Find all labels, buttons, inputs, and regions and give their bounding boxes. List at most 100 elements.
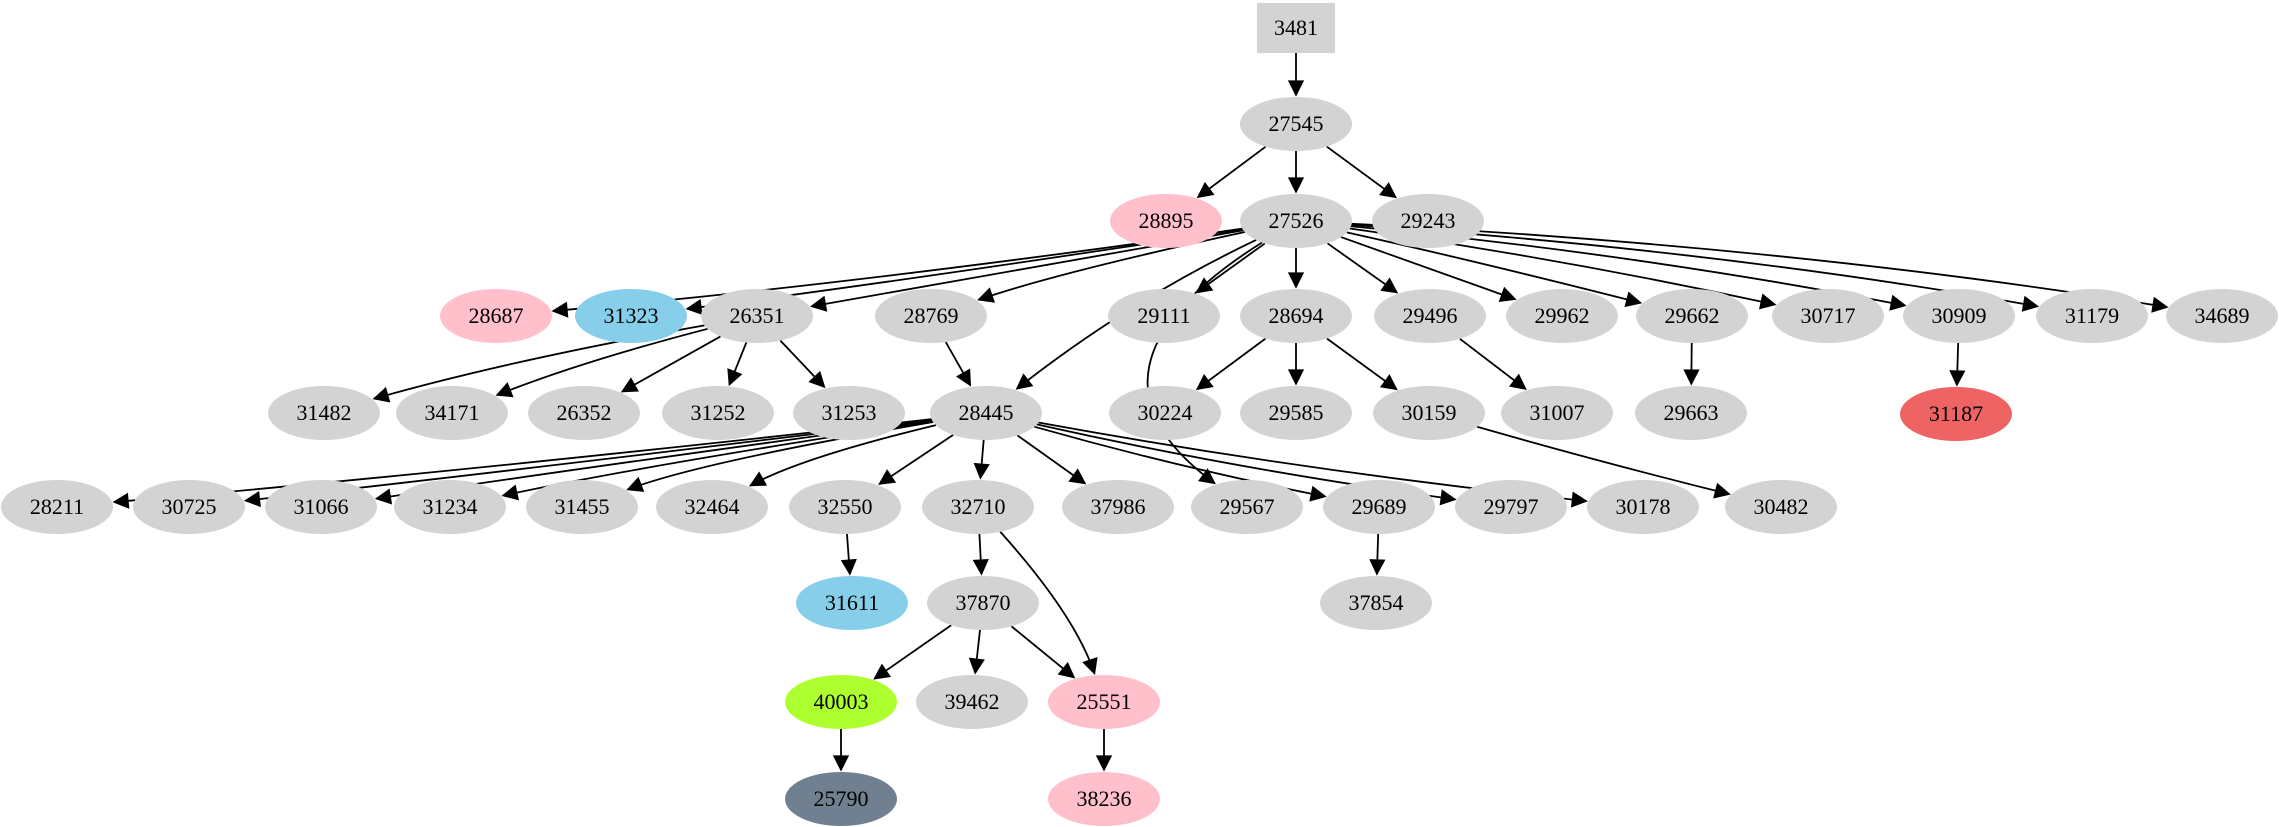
edge-27526-29962 xyxy=(1340,236,1517,302)
node-label: 27545 xyxy=(1268,111,1324,136)
edge-27526-29567 xyxy=(1146,241,1263,485)
node-30725: 30725 xyxy=(133,480,245,534)
node-28687: 28687 xyxy=(440,289,552,343)
node-label: 30159 xyxy=(1401,400,1457,425)
node-label: 28687 xyxy=(468,303,524,328)
node-label: 29689 xyxy=(1351,494,1407,519)
node-28694: 28694 xyxy=(1240,289,1352,343)
node-3481: 3481 xyxy=(1257,3,1335,53)
node-label: 25551 xyxy=(1076,689,1132,714)
node-30717: 30717 xyxy=(1772,289,1884,343)
node-label: 29797 xyxy=(1483,494,1539,519)
node-label: 30725 xyxy=(161,494,217,519)
edge-29689-37854 xyxy=(1369,533,1386,576)
node-37870: 37870 xyxy=(927,576,1039,630)
node-label: 31179 xyxy=(2064,303,2120,328)
node-label: 31234 xyxy=(422,494,478,519)
node-label: 3481 xyxy=(1274,15,1318,40)
node-label: 30224 xyxy=(1137,400,1193,425)
node-label: 32464 xyxy=(684,494,740,519)
edge-27526-29496 xyxy=(1326,242,1399,294)
edge-30909-31187 xyxy=(1949,342,1966,387)
node-31253: 31253 xyxy=(793,386,905,440)
node-37854: 37854 xyxy=(1320,576,1432,630)
node-label: 29567 xyxy=(1219,494,1275,519)
node-34171: 34171 xyxy=(396,386,508,440)
node-label: 30909 xyxy=(1931,303,1987,328)
node-29567: 29567 xyxy=(1191,480,1303,534)
node-label: 31007 xyxy=(1529,400,1585,425)
node-30159: 30159 xyxy=(1373,386,1485,440)
node-29689: 29689 xyxy=(1323,480,1435,534)
node-label: 37870 xyxy=(955,590,1011,615)
node-label: 32550 xyxy=(817,494,873,519)
node-31455: 31455 xyxy=(526,480,638,534)
node-label: 30178 xyxy=(1615,494,1671,519)
edge-27526-29662 xyxy=(1346,231,1643,308)
node-label: 30717 xyxy=(1800,303,1856,328)
edge-32550-31611 xyxy=(840,533,857,576)
node-label: 31323 xyxy=(603,303,659,328)
node-label: 27526 xyxy=(1268,208,1324,233)
node-31482: 31482 xyxy=(268,386,380,440)
node-29663: 29663 xyxy=(1635,386,1747,440)
node-31066: 31066 xyxy=(265,480,377,534)
node-31007: 31007 xyxy=(1501,386,1613,440)
node-label: 31455 xyxy=(554,494,610,519)
node-29962: 29962 xyxy=(1506,289,1618,343)
edge-26351-31253 xyxy=(779,339,826,389)
node-label: 31066 xyxy=(293,494,349,519)
node-25551: 25551 xyxy=(1048,675,1160,729)
node-label: 29243 xyxy=(1400,208,1456,233)
edge-29496-31007 xyxy=(1459,338,1527,390)
node-label: 29663 xyxy=(1663,400,1719,425)
node-38236: 38236 xyxy=(1048,772,1160,826)
node-label: 29585 xyxy=(1268,400,1324,425)
edge-27545-28895 xyxy=(1196,145,1267,199)
edge-32710-37870 xyxy=(972,533,989,576)
node-28895: 28895 xyxy=(1110,194,1222,248)
node-28769: 28769 xyxy=(875,289,987,343)
edge-37870-25551 xyxy=(1010,625,1076,679)
node-26352: 26352 xyxy=(528,386,640,440)
node-label: 34689 xyxy=(2194,303,2250,328)
edge-30159-30482 xyxy=(1476,425,1731,499)
edge-27526-29111 xyxy=(1195,242,1266,294)
edge-26351-31252 xyxy=(727,342,748,387)
node-label: 29111 xyxy=(1137,303,1191,328)
node-30178: 30178 xyxy=(1587,480,1699,534)
node-label: 28769 xyxy=(903,303,959,328)
edge-28445-32464 xyxy=(748,424,937,487)
node-31179: 31179 xyxy=(2036,289,2148,343)
edge-32710-25551 xyxy=(999,531,1098,675)
node-label: 37854 xyxy=(1348,590,1404,615)
node-label: 31253 xyxy=(821,400,877,425)
edge-28769-28445 xyxy=(944,341,972,387)
node-29496: 29496 xyxy=(1374,289,1486,343)
edge-37870-40003 xyxy=(873,624,952,680)
node-27545: 27545 xyxy=(1240,97,1352,151)
node-31234: 31234 xyxy=(394,480,506,534)
node-32710: 32710 xyxy=(922,480,1034,534)
node-label: 32710 xyxy=(950,494,1006,519)
node-label: 28211 xyxy=(29,494,85,519)
node-30909: 30909 xyxy=(1903,289,2015,343)
node-label: 25790 xyxy=(813,786,869,811)
edge-28445-32710 xyxy=(973,439,990,480)
node-28211: 28211 xyxy=(1,480,113,534)
node-29111: 29111 xyxy=(1108,289,1220,343)
node-label: 29496 xyxy=(1402,303,1458,328)
node-29797: 29797 xyxy=(1455,480,1567,534)
node-37986: 37986 xyxy=(1062,480,1174,534)
node-31323: 31323 xyxy=(575,289,687,343)
node-29662: 29662 xyxy=(1636,289,1748,343)
edge-37870-39462 xyxy=(968,629,985,675)
edge-28445-32550 xyxy=(878,434,954,485)
edge-28694-30159 xyxy=(1326,337,1398,391)
node-label: 28694 xyxy=(1268,303,1324,328)
node-label: 39462 xyxy=(944,689,1000,714)
node-label: 31482 xyxy=(296,400,352,425)
node-label: 40003 xyxy=(813,689,869,714)
node-label: 31187 xyxy=(1928,401,1984,426)
